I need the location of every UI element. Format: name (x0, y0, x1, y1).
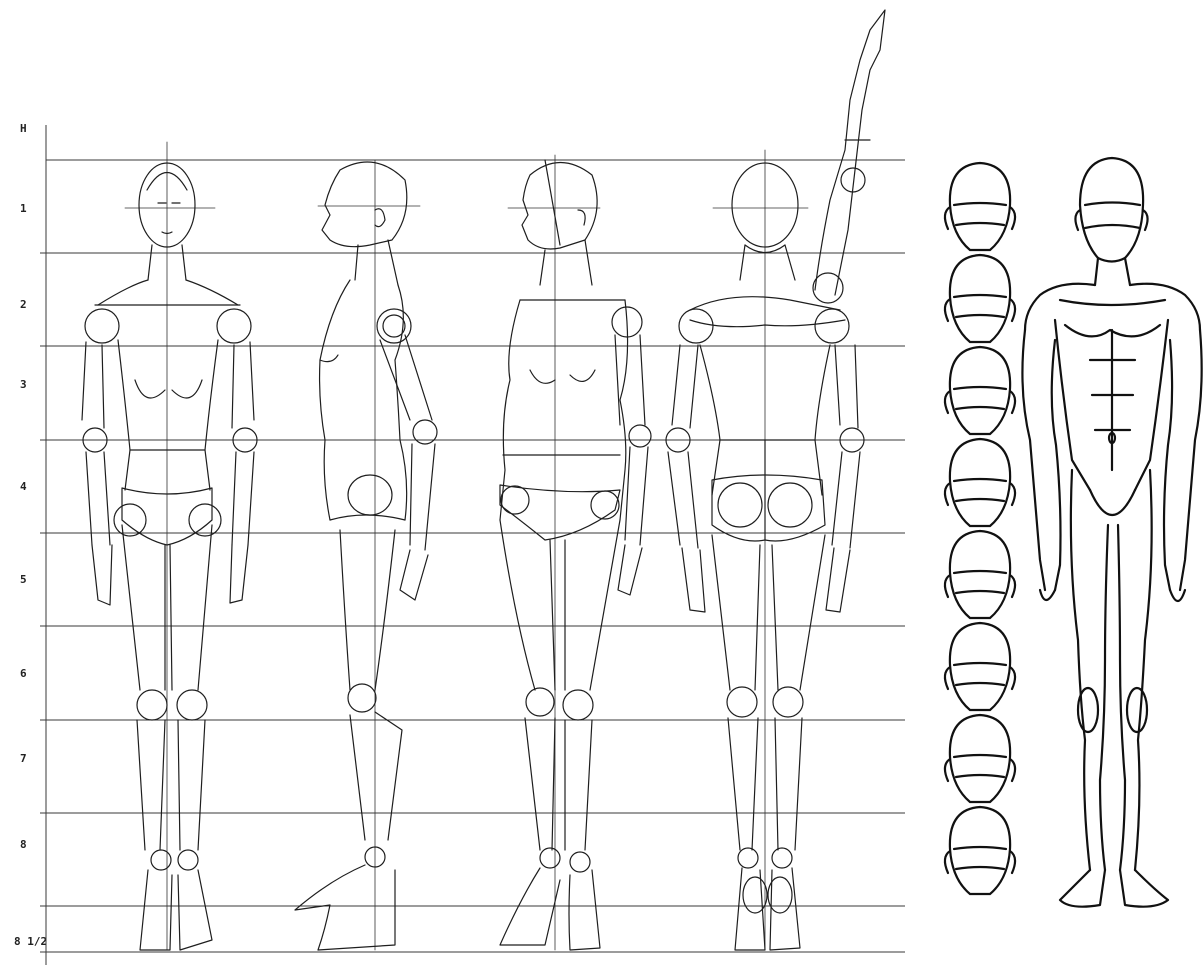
head-unit (945, 623, 1015, 710)
head-unit (945, 255, 1015, 342)
head-unit (945, 715, 1015, 802)
head-unit (945, 531, 1015, 618)
head-unit (945, 163, 1015, 250)
female-side-view (295, 160, 437, 950)
female-back-view (666, 10, 885, 950)
head-unit (945, 807, 1015, 894)
female-front-view (82, 142, 257, 950)
female-three-quarter-view (500, 155, 651, 950)
head-units-column (945, 163, 1015, 894)
male-front-view (1022, 158, 1201, 907)
head-unit (945, 347, 1015, 434)
head-unit (945, 439, 1015, 526)
